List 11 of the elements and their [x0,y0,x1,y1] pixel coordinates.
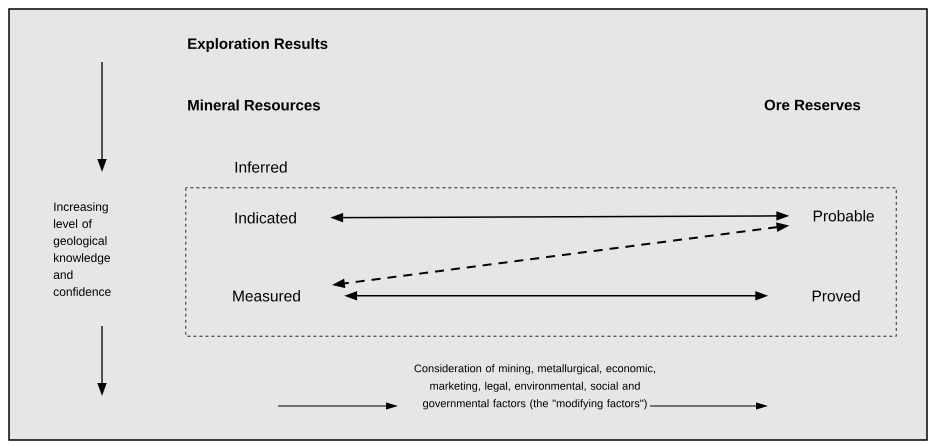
category-label: Indicated [235,212,296,224]
side-note: Increasing level of geological knowledge and confidence [54,202,111,296]
category-label: Inferred [236,161,287,173]
heading: Mineral Resources [188,99,320,110]
category-label: Measured [233,290,300,302]
note: Consideration of mining, metallurgical, economic, marketing, legal, environmental, social and governmental factors (the "modifying factors") [414,364,656,410]
heading: Ore Reserves [764,100,860,110]
heading: Exploration Results [188,38,328,52]
category-label: Probable [814,210,874,222]
dashed-group-box [185,187,897,337]
category-label: Proved [812,290,860,302]
